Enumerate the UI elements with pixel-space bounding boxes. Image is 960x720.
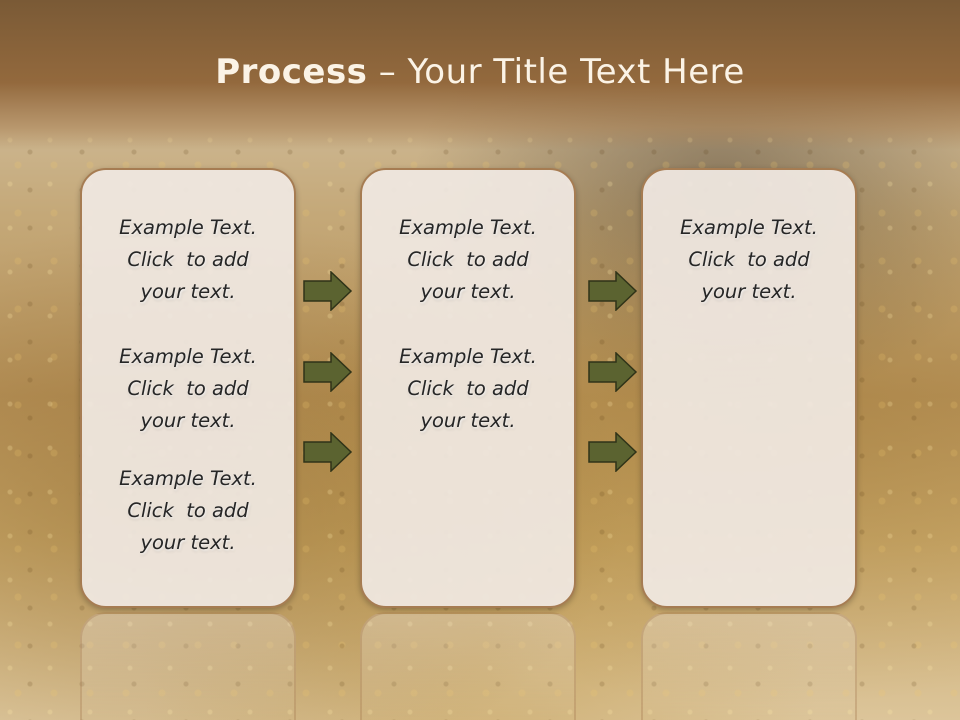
entry-line: your text. [140, 280, 236, 303]
entry-line: Example Text. [119, 467, 257, 490]
box-reflection [80, 612, 296, 720]
text-entry[interactable]: Example Text. Click to add your text. [362, 212, 574, 308]
entry-line: Example Text. [399, 345, 537, 368]
process-box-2[interactable]: Example Text. Click to add your text. Ex… [360, 168, 576, 608]
entry-line: Click to add [127, 248, 249, 271]
text-entry[interactable]: Example Text. Click to add your text. [362, 341, 574, 437]
entry-line: Click to add [127, 377, 249, 400]
box-reflection [641, 612, 857, 720]
right-arrow-icon [588, 271, 638, 311]
slide-title[interactable]: Process – Your Title Text Here [0, 52, 960, 92]
text-entry[interactable]: Example Text. Click to add your text. [82, 212, 294, 308]
entry-line: Click to add [127, 499, 249, 522]
right-arrow-icon [303, 432, 353, 472]
text-entry[interactable]: Example Text. Click to add your text. [82, 463, 294, 559]
title-rest: – Your Title Text Here [367, 52, 745, 92]
entry-line: your text. [140, 531, 236, 554]
entry-line: your text. [140, 409, 236, 432]
text-entry[interactable]: Example Text. Click to add your text. [643, 212, 855, 308]
box-reflection [360, 612, 576, 720]
text-entry[interactable]: Example Text. Click to add your text. [82, 341, 294, 437]
entry-line: Click to add [407, 248, 529, 271]
entry-line: Example Text. [399, 216, 537, 239]
title-bold: Process [215, 52, 368, 92]
entry-line: Example Text. [680, 216, 818, 239]
entry-line: Click to add [407, 377, 529, 400]
right-arrow-icon [588, 352, 638, 392]
right-arrow-icon [588, 432, 638, 472]
title-bar: Process – Your Title Text Here [0, 0, 960, 150]
entry-line: Example Text. [119, 345, 257, 368]
entry-line: your text. [420, 409, 516, 432]
right-arrow-icon [303, 352, 353, 392]
entry-line: your text. [420, 280, 516, 303]
process-box-1[interactable]: Example Text. Click to add your text. Ex… [80, 168, 296, 608]
entry-line: Example Text. [119, 216, 257, 239]
entry-line: Click to add [688, 248, 810, 271]
entry-line: your text. [701, 280, 797, 303]
process-box-3[interactable]: Example Text. Click to add your text. [641, 168, 857, 608]
right-arrow-icon [303, 271, 353, 311]
